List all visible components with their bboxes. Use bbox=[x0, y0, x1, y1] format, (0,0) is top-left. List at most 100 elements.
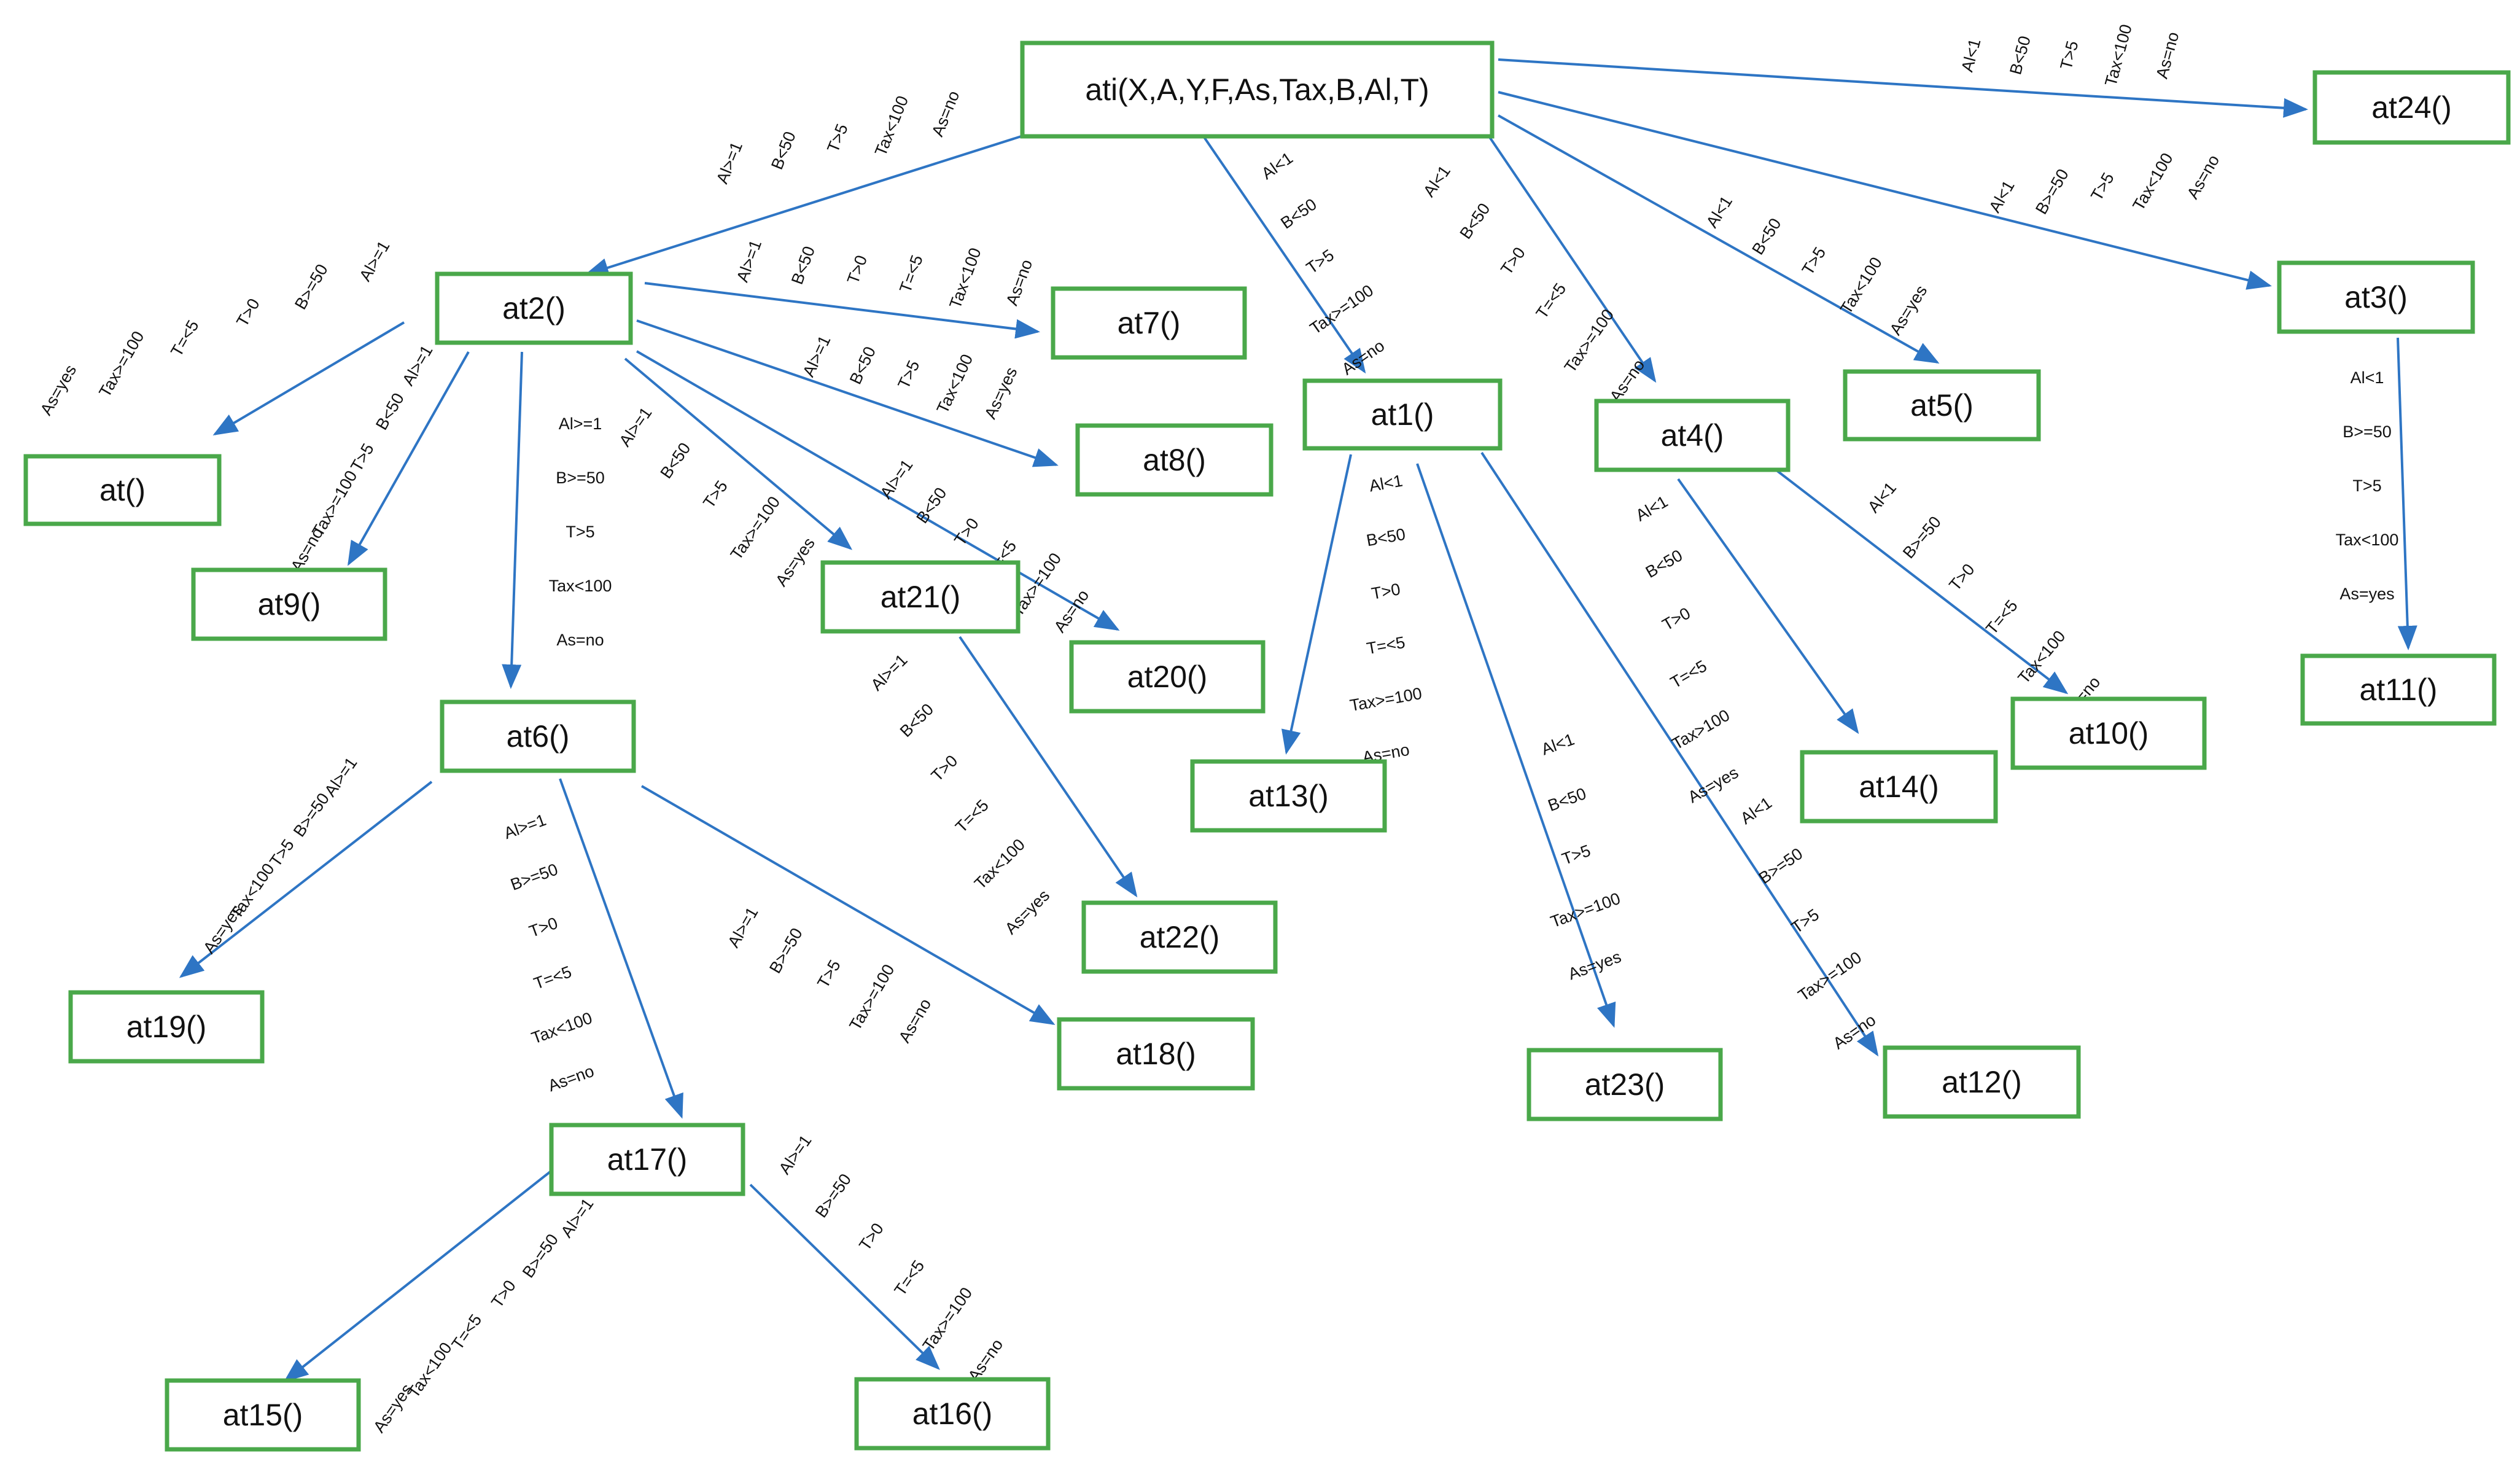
node-label: at15() bbox=[223, 1398, 303, 1432]
condition-label: Al<1 bbox=[1985, 177, 2018, 216]
edge-at2-at8 bbox=[636, 319, 1059, 467]
edge-ati-at1 bbox=[1202, 135, 1366, 374]
condition-label: B<50 bbox=[912, 484, 950, 526]
condition-label: Al<1 bbox=[1958, 37, 1984, 74]
edge-at21-at22 bbox=[959, 636, 1138, 898]
node-box bbox=[1800, 750, 1998, 824]
condition-label: B<50 bbox=[1277, 195, 1320, 232]
node-ati: ati(X,A,Y,F,As,Tax,B,Al,T) bbox=[1020, 41, 1495, 139]
condition-label: B<50 bbox=[788, 244, 819, 287]
edge-at4-at10 bbox=[1775, 469, 2069, 695]
node-label: at2() bbox=[502, 291, 566, 325]
condition-label: B>=50 bbox=[291, 261, 332, 313]
node-at16: at16() bbox=[854, 1377, 1051, 1451]
condition-label: T>0 bbox=[488, 1277, 519, 1311]
condition-label: Tax<100 bbox=[946, 246, 984, 311]
condition-label: B>=50 bbox=[1756, 844, 1806, 887]
node-label: at13() bbox=[1248, 779, 1329, 813]
node-label: at() bbox=[99, 473, 146, 507]
condition-label: Tax>=100 bbox=[727, 493, 784, 563]
condition-label: As=no bbox=[2153, 30, 2183, 80]
condition-label: T=<5 bbox=[1982, 596, 2021, 638]
node-box bbox=[440, 699, 636, 773]
node-box bbox=[68, 990, 265, 1064]
node-at13: at13() bbox=[1190, 759, 1387, 833]
node-at12: at12() bbox=[1883, 1045, 2081, 1119]
condition-label: As=no bbox=[1606, 356, 1649, 406]
condition-label: B>=50 bbox=[2032, 166, 2072, 217]
condition-label: Al>=1 bbox=[356, 238, 393, 284]
node-at11: at11() bbox=[2300, 653, 2497, 726]
node-box bbox=[2312, 70, 2511, 145]
node-box bbox=[1526, 1048, 1723, 1121]
node-box bbox=[820, 560, 1021, 634]
node-label: at7() bbox=[1118, 306, 1181, 340]
condition-label: Tax<100 bbox=[933, 351, 977, 416]
condition-label: Al>=1 bbox=[724, 904, 761, 951]
edge-at2-at20 bbox=[636, 350, 1120, 631]
condition-label: Tax>=100 bbox=[846, 961, 898, 1034]
condition-label: B<50 bbox=[1456, 200, 1493, 242]
condition-label: T>5 bbox=[347, 440, 378, 475]
condition-label: B>=50 bbox=[2343, 423, 2392, 441]
edge-at17-at16 bbox=[749, 1183, 940, 1370]
condition-label: Tax>=100 bbox=[1795, 948, 1865, 1005]
node-label: at16() bbox=[912, 1397, 993, 1431]
condition-label: Tax>100 bbox=[1669, 706, 1733, 753]
condition-label: T>5 bbox=[2087, 169, 2118, 204]
condition-label: As=yes bbox=[772, 534, 819, 590]
node-label: at24() bbox=[2371, 90, 2452, 125]
condition-label: B<50 bbox=[1643, 546, 1686, 582]
node-label: at11() bbox=[2360, 672, 2438, 707]
condition-label: Tax<100 bbox=[2014, 627, 2069, 687]
condition-label: Al<1 bbox=[1367, 471, 1404, 495]
node-at18: at18() bbox=[1057, 1017, 1255, 1091]
node-label: at18() bbox=[1116, 1037, 1196, 1071]
node-label: at6() bbox=[507, 719, 570, 754]
node-box bbox=[1081, 900, 1278, 974]
condition-label: Al>=1 bbox=[321, 754, 360, 800]
edge-at2-at7 bbox=[644, 282, 1040, 339]
node-at7: at7() bbox=[1051, 286, 1247, 360]
condition-label: As=no bbox=[895, 995, 935, 1046]
edge-at6-at17 bbox=[559, 778, 683, 1119]
condition-label: T>0 bbox=[1497, 244, 1529, 278]
condition-label: Al<1 bbox=[1703, 193, 1736, 231]
condition-label: B<50 bbox=[372, 390, 408, 433]
condition-label: As=yes bbox=[200, 902, 246, 957]
condition-label: As=yes bbox=[370, 1381, 416, 1436]
condition-label: Al>=1 bbox=[559, 415, 602, 433]
condition-label: Tax>=100 bbox=[1307, 281, 1377, 338]
condition-label: Tax>=100 bbox=[95, 328, 147, 400]
node-box bbox=[854, 1377, 1051, 1451]
node-box bbox=[1302, 378, 1503, 451]
condition-label: B<50 bbox=[2006, 34, 2034, 76]
condition-label: Al>=1 bbox=[775, 1131, 815, 1177]
condition-label: Al>=1 bbox=[713, 139, 746, 187]
node-label: at19() bbox=[126, 1010, 207, 1044]
condition-label: T>5 bbox=[2352, 477, 2381, 495]
condition-label: As=yes bbox=[1566, 948, 1624, 984]
edge-at2-at21 bbox=[624, 357, 853, 550]
condition-label: As=yes bbox=[1001, 886, 1053, 938]
node-box bbox=[1843, 369, 2041, 442]
condition-label: Al>=1 bbox=[876, 456, 916, 502]
node-at10: at10() bbox=[2010, 696, 2207, 770]
node-label: at22() bbox=[1140, 920, 1220, 954]
condition-label: T>5 bbox=[814, 957, 844, 991]
node-label: at21() bbox=[881, 580, 961, 614]
edge-at6-at19 bbox=[179, 781, 433, 978]
edge-at1-at13 bbox=[1281, 454, 1352, 755]
condition-label: T=<5 bbox=[1365, 633, 1406, 658]
condition-label: T=<5 bbox=[167, 317, 203, 360]
condition-label: T>5 bbox=[1560, 841, 1593, 868]
condition-label: Tax>=100 bbox=[1348, 684, 1423, 715]
condition-label: T>5 bbox=[566, 523, 594, 541]
condition-label: B<50 bbox=[1748, 215, 1784, 258]
node-box bbox=[549, 1123, 745, 1196]
